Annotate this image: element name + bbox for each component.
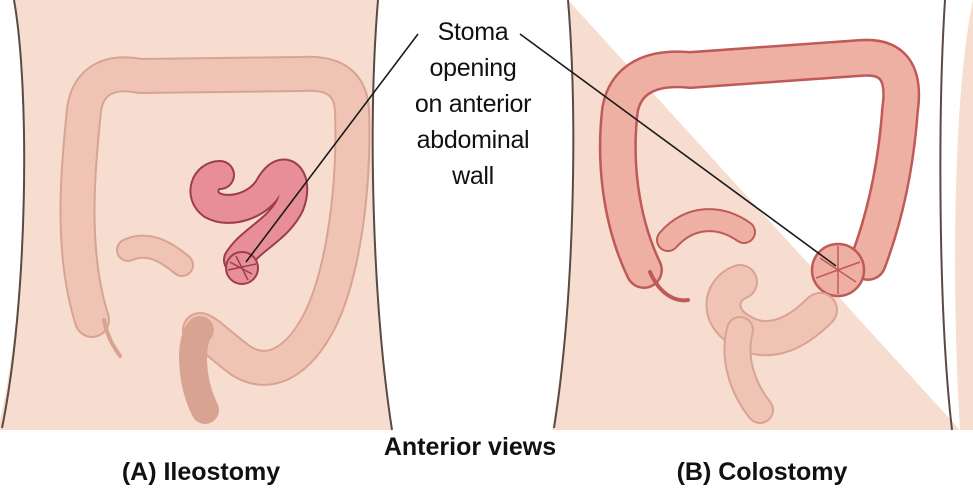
stoma-callout: Stoma opening on anterior abdominal wall: [388, 14, 558, 194]
sigmoid-rectum-b: [705, 264, 838, 424]
ileum-a: [189, 158, 309, 285]
callout-line: on anterior: [414, 90, 532, 118]
callout-line: wall: [452, 162, 494, 190]
large-intestine-a: [59, 55, 371, 424]
intestine-stump-fill: [658, 210, 754, 250]
abdomen-a-left-edge: [1, 0, 26, 429]
abdomen-b: [552, 0, 973, 430]
views-caption: Anterior views: [383, 433, 557, 461]
callout-leaders: [245, 33, 837, 267]
panel-a-label: (A) Ileostomy: [121, 458, 281, 486]
callout-line: opening: [429, 54, 517, 82]
abdomen-b-left-edge: [553, 0, 575, 429]
callout-line: abdominal: [416, 126, 530, 154]
abdomen-b-right-edge: [939, 0, 953, 431]
leader-to-colostomy: [519, 33, 837, 267]
panel-b-colostomy: [552, 0, 973, 431]
abdomen-a-right-edge: [371, 0, 393, 431]
large-intestine-b: [598, 38, 921, 303]
sigmoid-fill: [725, 318, 772, 422]
ileum-fill: [191, 160, 307, 273]
callout-line: Stoma: [437, 18, 509, 46]
panel-b-label: (B) Colostomy: [676, 458, 848, 486]
intestine-stump-fill: [118, 236, 192, 275]
leader-to-ileostomy: [245, 33, 419, 263]
panel-a-ileostomy: [0, 0, 393, 431]
